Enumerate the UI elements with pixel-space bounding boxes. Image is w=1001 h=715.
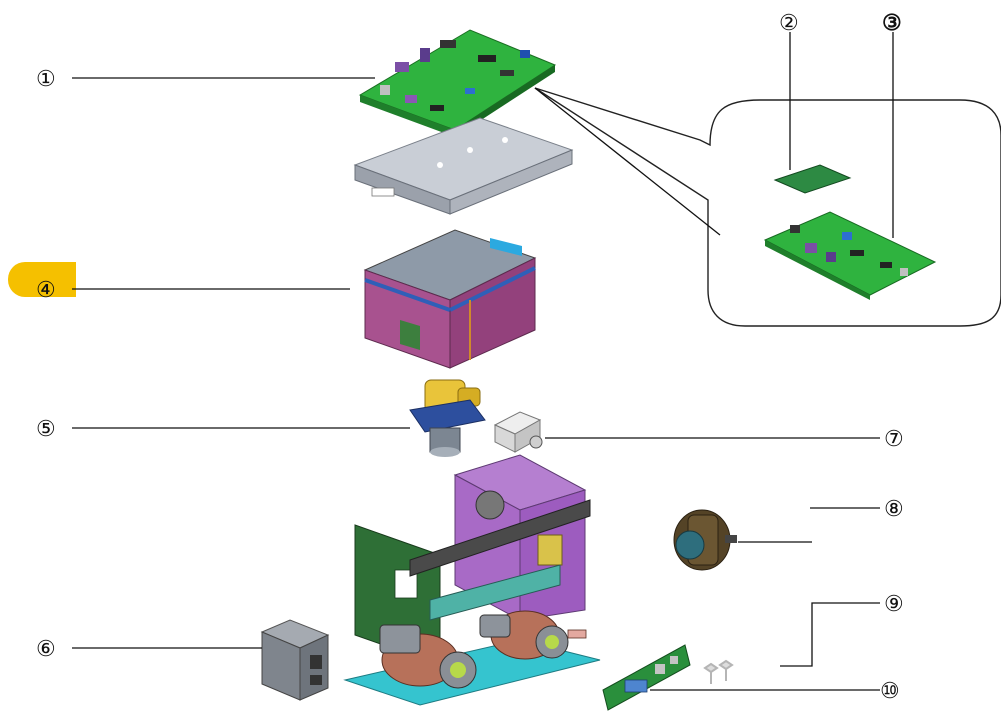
small-valve — [493, 411, 543, 453]
connector-board — [602, 644, 691, 711]
main-chassis — [343, 454, 601, 706]
leader-9 — [780, 602, 880, 667]
callout-4-highlight-square — [42, 262, 76, 297]
callout-3: ③ — [882, 10, 902, 36]
metal-tray — [353, 117, 574, 215]
callout-7: ⑦ — [884, 427, 904, 452]
callout-8: ⑧ — [884, 497, 904, 522]
callout-1: ① — [36, 67, 56, 92]
callout-9: ⑨ — [884, 592, 904, 617]
callout-10: ⑩ — [880, 679, 900, 704]
callout-2: ② — [779, 11, 799, 36]
power-module-housing — [363, 229, 537, 369]
callout-5: ⑤ — [36, 417, 56, 442]
callout-4: ④ — [36, 278, 56, 303]
pump-motor — [673, 509, 737, 571]
main-board-assembly — [358, 29, 557, 137]
main-circuit-board — [763, 211, 937, 300]
callout-6: ⑥ — [36, 637, 56, 662]
small-daughter-board — [773, 164, 852, 194]
power-supply-block — [260, 619, 330, 701]
detail-inset — [534, 87, 1001, 327]
screws — [703, 659, 734, 684]
valve-motor-unit — [409, 379, 486, 457]
